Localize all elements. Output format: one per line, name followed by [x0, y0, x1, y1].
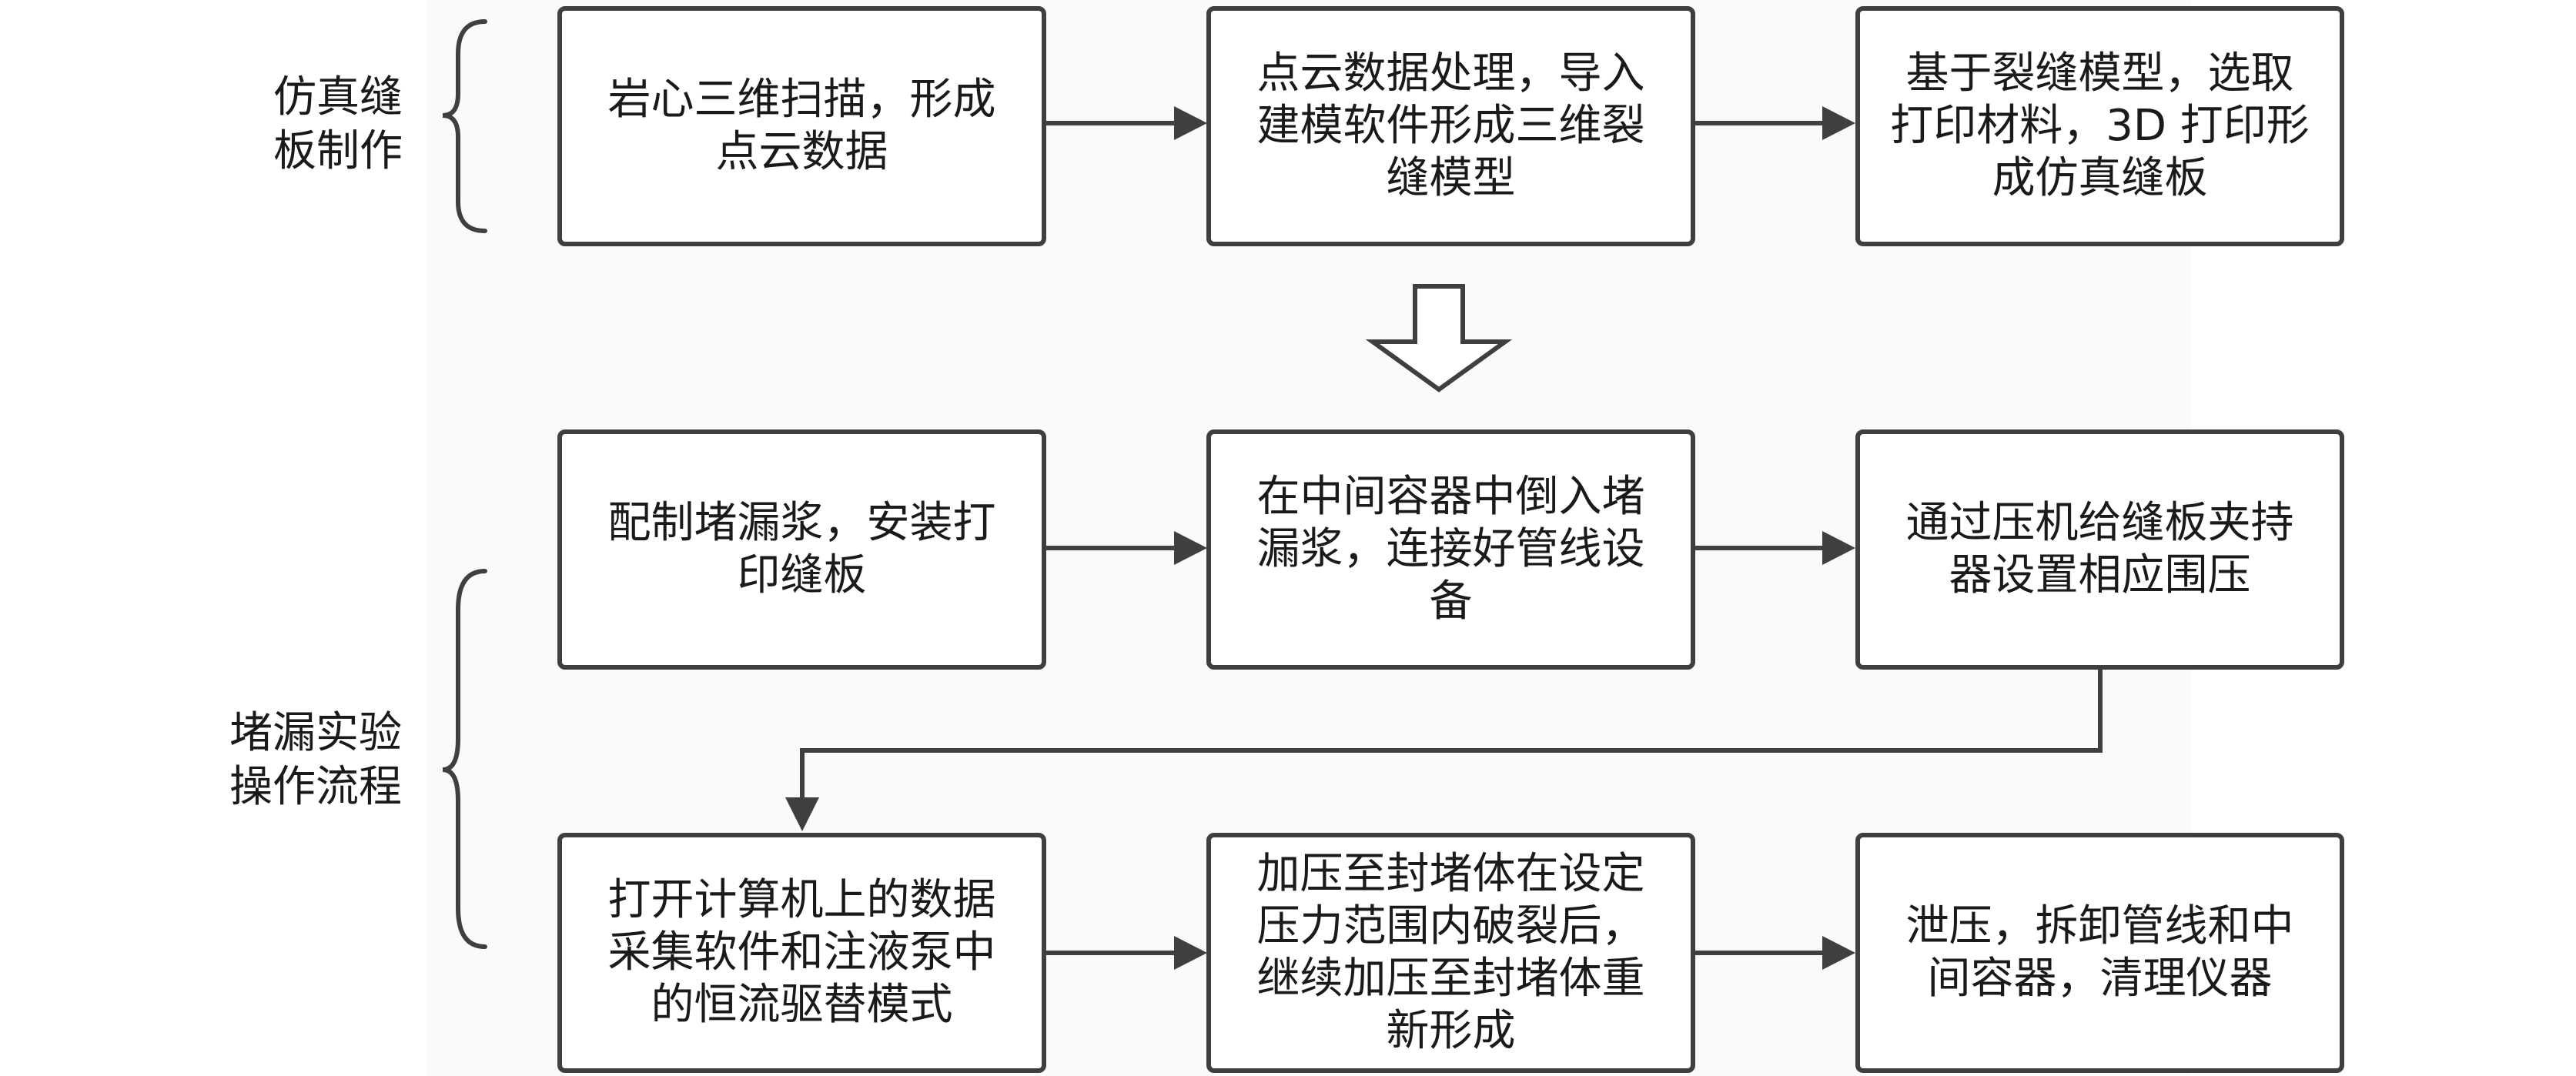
group-label-experiment: 堵漏实验 操作流程	[229, 708, 402, 812]
step-box-scan: 岩心三维扫描，形成 点云数据	[557, 6, 1046, 246]
step-box-pour-slurry: 在中间容器中倒入堵 漏浆，连接好管线设 备	[1206, 429, 1695, 670]
step-text: 配制堵漏浆，安装打 印缝板	[607, 498, 996, 600]
step-text: 加压至封堵体在设定 压力范围内破裂后， 继续加压至封堵体重 新形成	[1256, 849, 1645, 1056]
step-text: 打开计算机上的数据 采集软件和注液泵中 的恒流驱替模式	[607, 875, 996, 1030]
step-box-3d-print: 基于裂缝模型，选取 打印材料，3D 打印形 成仿真缝板	[1855, 6, 2344, 246]
brace-simulation	[442, 19, 487, 233]
arrowhead-b1-b2	[1174, 106, 1207, 140]
arrowhead-b7-b8	[1174, 936, 1207, 970]
step-box-prepare-slurry: 配制堵漏浆，安装打 印缝板	[557, 429, 1046, 670]
step-box-pressurize: 加压至封堵体在设定 压力范围内破裂后， 继续加压至封堵体重 新形成	[1206, 833, 1695, 1073]
step-text: 岩心三维扫描，形成 点云数据	[607, 75, 996, 177]
step-text: 泄压，拆卸管线和中 间容器，清理仪器	[1905, 901, 2294, 1004]
section-transition-arrow	[1365, 284, 1513, 393]
brace-experiment	[442, 569, 487, 949]
step-box-confining-pressure: 通过压机给缝板夹持 器设置相应围压	[1855, 429, 2344, 670]
group-label-simulation: 仿真缝 板制作	[273, 72, 403, 176]
step-box-depressurize: 泄压，拆卸管线和中 间容器，清理仪器	[1855, 833, 2344, 1073]
arrowhead-b4-b5	[1174, 531, 1207, 565]
arrowhead-b2-b3	[1822, 106, 1855, 140]
step-box-point-cloud: 点云数据处理，导入 建模软件形成三维裂 缝模型	[1206, 6, 1695, 246]
arrowhead-b6-b7	[785, 797, 819, 831]
step-text: 基于裂缝模型，选取 打印材料，3D 打印形 成仿真缝板	[1890, 48, 2310, 203]
arrowhead-b5-b6	[1822, 531, 1855, 565]
step-text: 在中间容器中倒入堵 漏浆，连接好管线设 备	[1256, 472, 1645, 627]
arrow-b6-b7	[800, 670, 2103, 800]
step-text: 点云数据处理，导入 建模软件形成三维裂 缝模型	[1256, 48, 1645, 203]
step-text: 通过压机给缝板夹持 器设置相应围压	[1905, 498, 2294, 600]
arrowhead-b8-b9	[1822, 936, 1855, 970]
step-box-data-acquisition: 打开计算机上的数据 采集软件和注液泵中 的恒流驱替模式	[557, 833, 1046, 1073]
